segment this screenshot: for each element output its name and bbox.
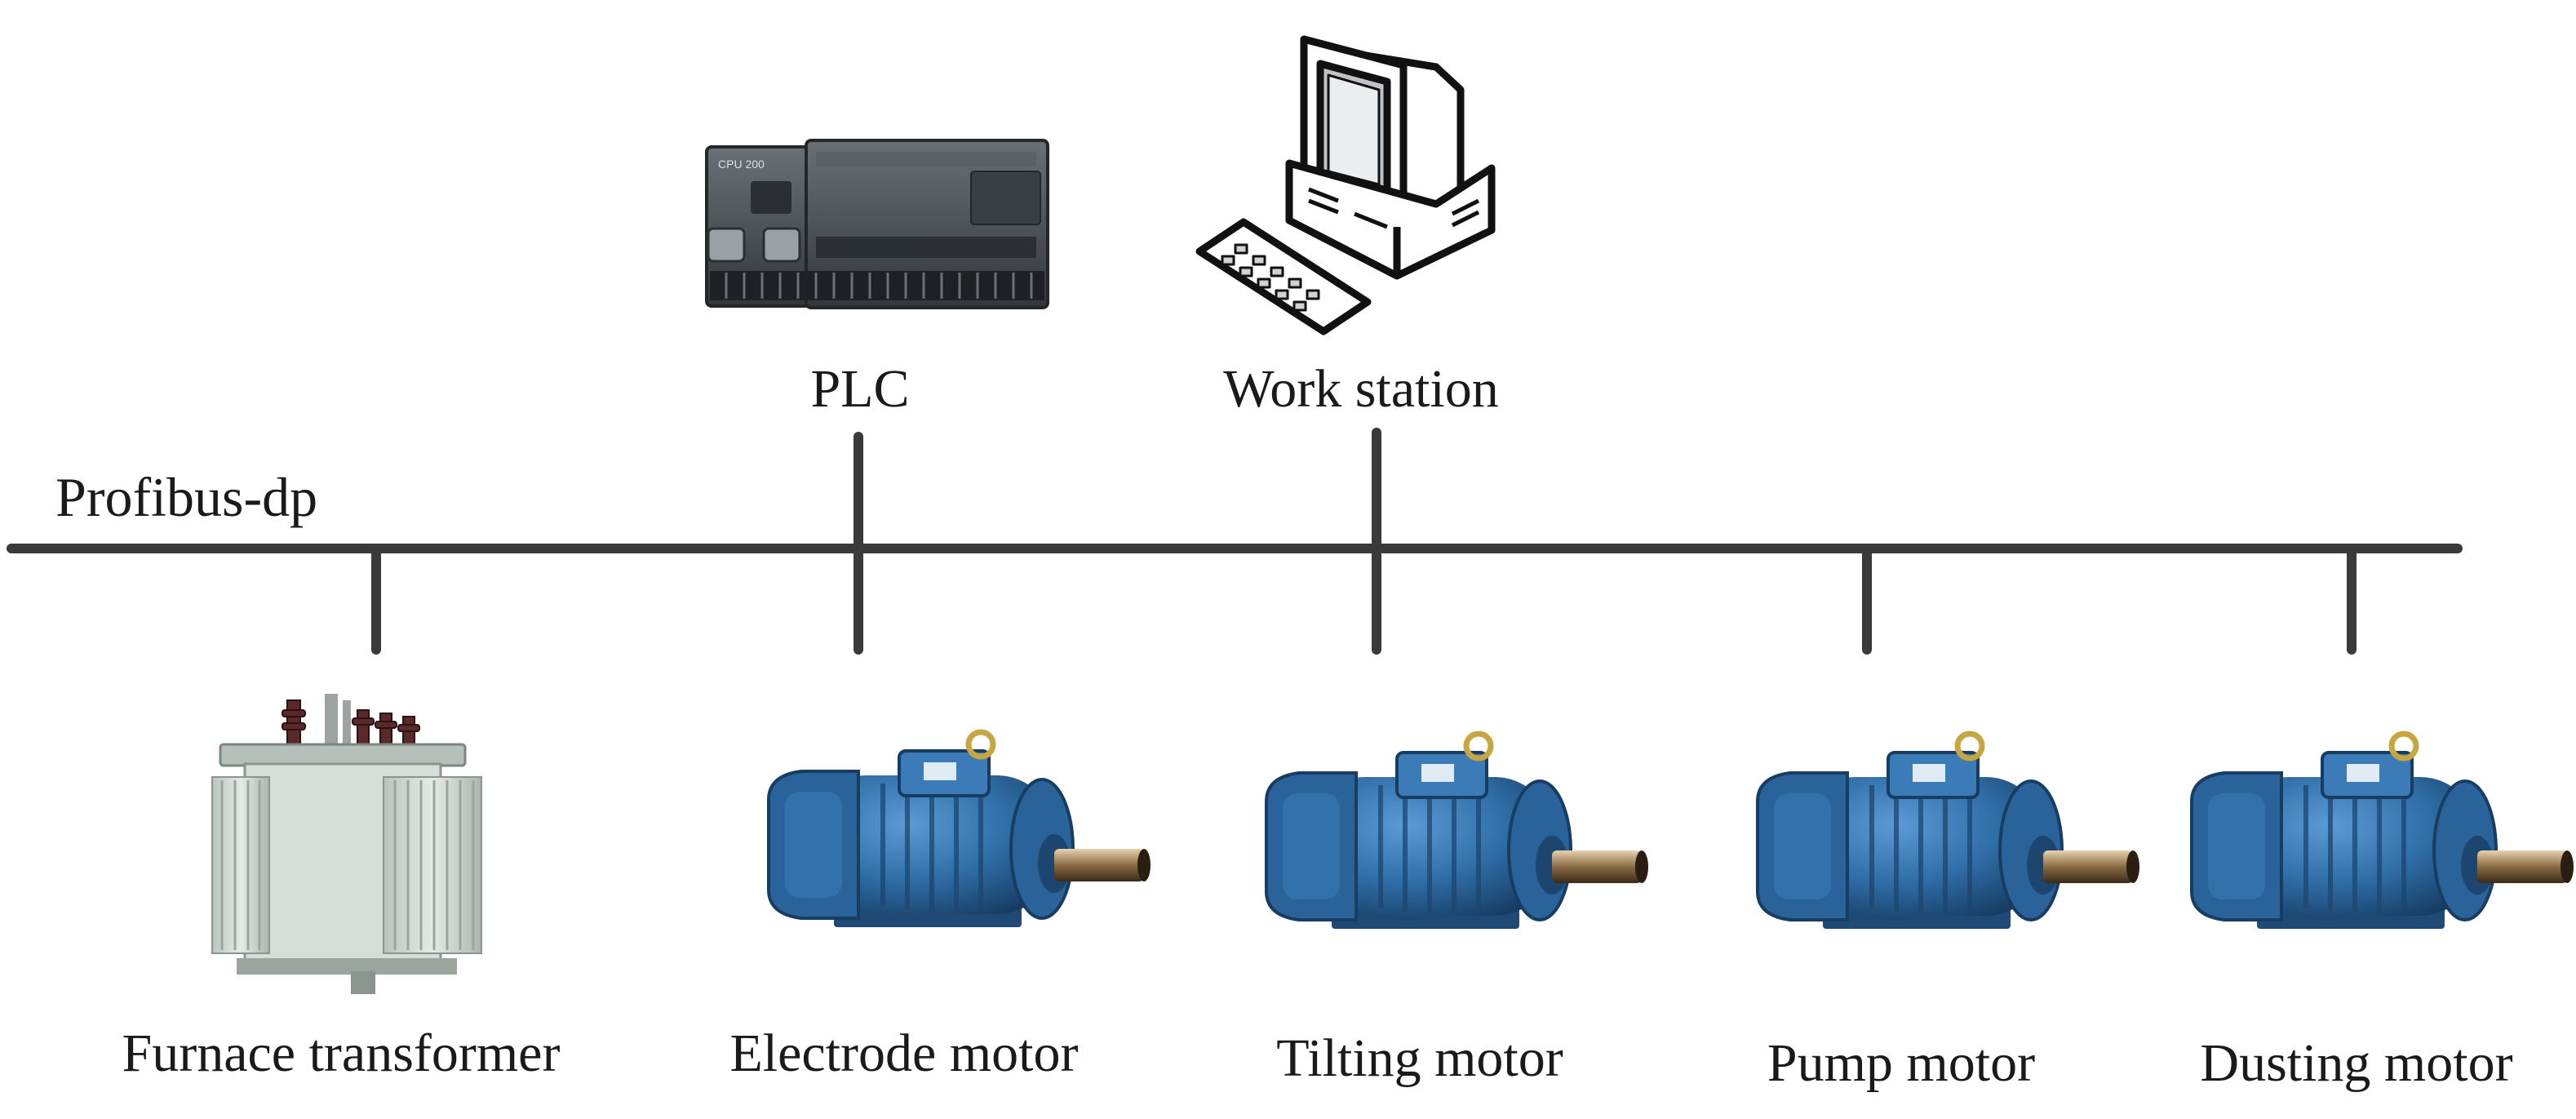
work-station-label: Work station	[1223, 359, 1498, 419]
motor-icon	[1758, 734, 2139, 929]
plc-marking: CPU 200	[718, 158, 765, 171]
plc-label: PLC	[810, 359, 909, 419]
electrode-motor-node: Electrode motor	[729, 732, 1151, 1083]
motor-icon	[769, 732, 1151, 927]
dusting-motor-node: Dusting motor	[2192, 734, 2574, 1093]
pump-motor-node: Pump motor	[1758, 734, 2139, 1093]
dusting-motor-label: Dusting motor	[2200, 1033, 2512, 1093]
transformer-icon	[211, 694, 482, 994]
furnace-transformer-node: Furnace transformer	[122, 694, 561, 1083]
tilting-motor-node: Tilting motor	[1266, 734, 1648, 1088]
motor-icon	[2192, 734, 2574, 929]
plc-node: CPU 200	[705, 139, 1049, 419]
furnace-transformer-label: Furnace transformer	[122, 1024, 561, 1083]
plc-icon: CPU 200	[705, 139, 1049, 309]
bus-connectors	[371, 428, 2357, 655]
pump-motor-label: Pump motor	[1767, 1033, 2035, 1093]
electrode-motor-label: Electrode motor	[729, 1024, 1078, 1083]
tilting-motor-label: Tilting motor	[1276, 1028, 1563, 1088]
work-station-node: Work station	[1195, 35, 1499, 419]
bus-label: Profibus-dp	[55, 466, 317, 528]
motor-icon	[1266, 734, 1648, 929]
computer-icon	[1195, 35, 1496, 335]
